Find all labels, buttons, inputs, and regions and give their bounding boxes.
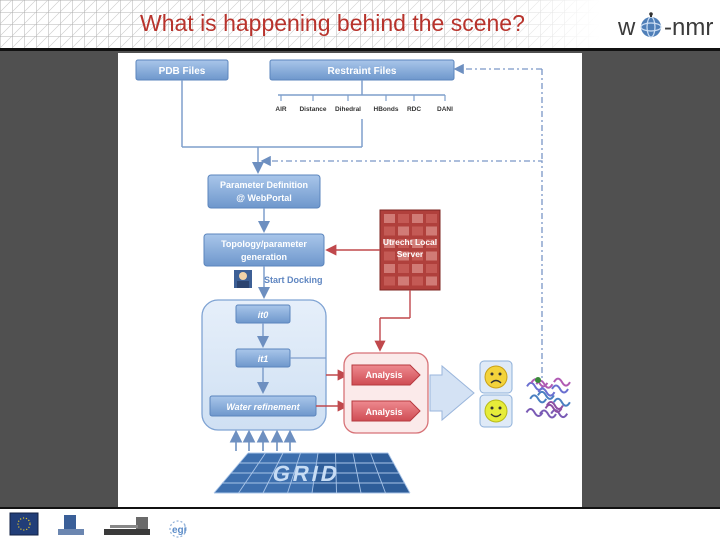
server-rack-pattern	[384, 214, 437, 286]
we-nmr-logo: w -nmr	[614, 8, 716, 42]
topology-line2: generation	[241, 252, 287, 262]
happy-face-icon	[479, 394, 513, 428]
header-divider	[0, 48, 720, 51]
utrecht-local-server: Utrecht Local Server	[379, 209, 441, 291]
pdb-files-label: PDB Files	[159, 66, 206, 77]
water-refinement-box: Water refinement	[209, 395, 317, 417]
grid-arrows	[229, 429, 297, 451]
restraint-type-label: HBonds	[374, 106, 399, 113]
start-docking: Start Docking	[234, 270, 323, 288]
start-docking-label: Start Docking	[264, 275, 323, 285]
grid-label: GRID	[270, 461, 342, 486]
analysis-2-box: Analysis	[351, 400, 421, 422]
server-label-line2: Server	[397, 249, 424, 259]
restraint-type-label: Dihedral	[335, 106, 361, 113]
it0-label: it0	[258, 310, 269, 320]
result-arrow	[429, 364, 475, 422]
workflow-svg: PDB Files Restraint Files AIR Distance Dih…	[135, 59, 571, 494]
restraint-type-label: AIR	[275, 106, 287, 113]
restraint-files-box: Restraint Files	[269, 59, 455, 81]
restraint-type-label: RDC	[407, 106, 421, 113]
parameter-definition-line2: @ WebPortal	[236, 193, 292, 203]
analysis-1-label: Analysis	[365, 370, 402, 380]
restraint-types: AIR Distance Dihedral HBonds RDC DANI	[275, 95, 453, 113]
parameter-definition-line1: Parameter Definition	[220, 180, 308, 190]
server-label-line1: Utrecht Local	[383, 237, 437, 247]
logo-text-left: w	[618, 14, 636, 41]
it1-label: it1	[258, 354, 269, 364]
topology-line1: Topology/parameter	[221, 239, 307, 249]
water-refinement-label: Water refinement	[226, 402, 300, 412]
pdb-files-box: PDB Files	[135, 59, 229, 81]
institution-logo-icon	[104, 517, 150, 535]
parameter-definition-box: Parameter Definition @ WebPortal	[207, 174, 321, 209]
slide-footer: egi	[0, 509, 720, 540]
analysis-2-label: Analysis	[365, 407, 402, 417]
header-grid-pattern	[0, 0, 600, 48]
footer-logos: egi	[9, 512, 187, 538]
restraint-type-label: DANI	[437, 106, 453, 113]
workflow-diagram: PDB Files Restraint Files AIR Distance Dih…	[118, 53, 582, 507]
slide-header: What is happening behind the scene? w -n…	[0, 0, 720, 50]
egi-text: egi	[172, 525, 187, 536]
restraint-type-label: Distance	[299, 106, 326, 113]
protein-structure-icon	[525, 377, 571, 419]
restraint-files-label: Restraint Files	[328, 66, 397, 77]
analysis-1-box: Analysis	[351, 364, 421, 386]
logo-text-right: -nmr	[664, 14, 714, 41]
slide-title: What is happening behind the scene?	[140, 10, 525, 36]
eu-flag-icon	[9, 512, 39, 536]
topology-generation-box: Topology/parameter generation	[203, 233, 325, 267]
egi-logo-icon: egi	[169, 520, 187, 538]
footer-divider	[0, 507, 720, 509]
it0-box: it0	[235, 304, 291, 324]
grid-infrastructure-icon: GRID	[213, 452, 411, 494]
globe-icon	[640, 12, 662, 38]
partner-logo-icon	[58, 515, 84, 535]
it1-box: it1	[235, 348, 291, 368]
sad-face-icon	[479, 360, 513, 394]
